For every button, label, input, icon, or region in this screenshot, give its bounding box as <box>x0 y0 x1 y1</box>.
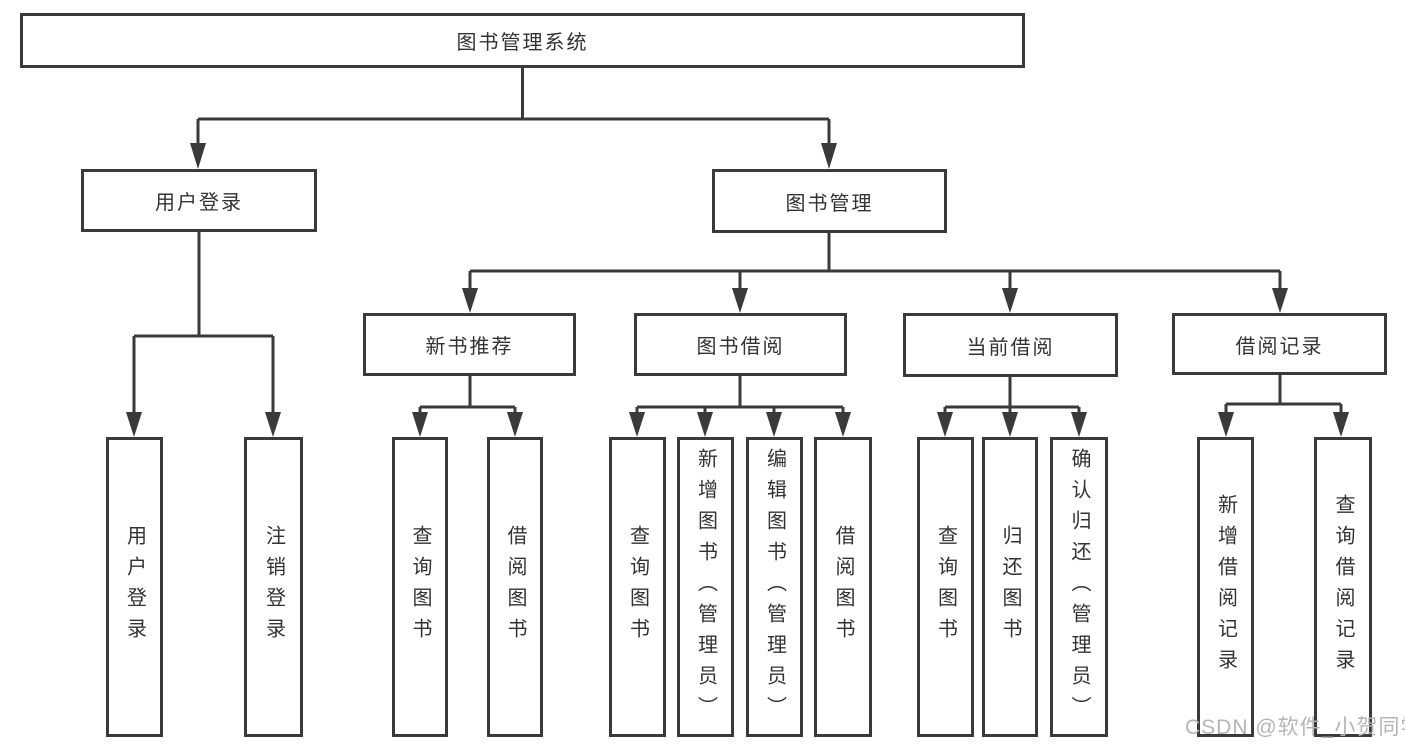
node-book-borrowing: 图书借阅 <box>634 313 847 376</box>
arrow-down-icon <box>412 412 428 437</box>
node-book-management: 图书管理 <box>712 169 947 233</box>
arrow-down-icon <box>1272 288 1288 313</box>
arrow-down-icon <box>507 412 523 437</box>
node-label: 图书借阅 <box>696 336 785 358</box>
arrow-down-icon <box>697 412 713 437</box>
leaf-add-books-admin: 新增图书（管理员） <box>677 437 734 737</box>
leaf-borrow-books-2: 借阅图书 <box>814 437 872 737</box>
node-label: 编辑图书（管理员） <box>763 447 786 727</box>
leaf-query-books-2: 查询图书 <box>609 437 666 737</box>
node-current-borrowing: 当前借阅 <box>903 313 1118 377</box>
node-label: 借阅记录 <box>1235 335 1324 358</box>
leaf-confirm-return-admin: 确认归还（管理员） <box>1050 437 1108 737</box>
arrow-down-icon <box>1071 412 1087 437</box>
node-library-management-system: 图书管理系统 <box>20 13 1025 68</box>
node-label: 注销登录 <box>262 525 285 649</box>
node-label: 归还图书 <box>999 525 1021 649</box>
node-label: 查询借阅记录 <box>1332 494 1354 680</box>
leaf-edit-books-admin: 编辑图书（管理员） <box>746 437 803 737</box>
arrow-down-icon <box>462 288 478 313</box>
connector-path <box>132 68 1343 414</box>
leaf-return-books: 归还图书 <box>982 437 1038 737</box>
leaf-logout: 注销登录 <box>244 437 303 737</box>
arrow-down-icon <box>1333 412 1349 437</box>
arrow-down-icon <box>629 412 645 437</box>
node-label: 图书管理系统 <box>456 32 589 54</box>
node-label: 借阅图书 <box>832 525 854 649</box>
arrow-down-icon <box>265 412 281 437</box>
arrow-down-icon <box>126 412 142 437</box>
leaf-add-borrow-record: 新增借阅记录 <box>1197 437 1254 737</box>
node-label: 用户登录 <box>123 525 146 649</box>
node-label: 查询图书 <box>409 525 431 649</box>
node-label: 查询图书 <box>626 525 649 649</box>
arrow-down-icon <box>821 143 837 169</box>
arrow-down-icon <box>190 143 206 169</box>
node-label: 新书推荐 <box>425 336 514 358</box>
arrow-down-icon <box>937 412 953 437</box>
arrow-down-icon <box>1002 288 1018 313</box>
node-new-book-recommendation: 新书推荐 <box>363 313 576 376</box>
arrow-down-icon <box>766 412 782 437</box>
node-label: 新增图书（管理员） <box>694 447 717 727</box>
leaf-query-books-3: 查询图书 <box>917 437 974 737</box>
node-label: 借阅图书 <box>504 525 526 649</box>
watermark: CSDN @软件_小贺同学 <box>1185 716 1405 739</box>
connector-arrowheads <box>126 143 1349 437</box>
arrow-down-icon <box>1218 412 1234 437</box>
leaf-user-login: 用户登录 <box>106 437 163 737</box>
arrow-down-icon <box>732 288 748 313</box>
leaf-borrow-books-1: 借阅图书 <box>487 437 543 737</box>
node-user-login: 用户登录 <box>81 169 317 232</box>
node-label: 用户登录 <box>155 192 243 214</box>
node-label: 图书管理 <box>785 192 874 215</box>
leaf-query-books-1: 查询图书 <box>392 437 448 737</box>
node-borrowing-records: 借阅记录 <box>1172 313 1387 375</box>
arrow-down-icon <box>835 412 851 437</box>
node-label: 当前借阅 <box>966 336 1055 359</box>
node-label: 查询图书 <box>934 525 957 649</box>
node-label: 新增借阅记录 <box>1214 494 1237 680</box>
node-label: 确认归还（管理员） <box>1068 447 1090 727</box>
arrow-down-icon <box>1002 412 1018 437</box>
leaf-query-borrow-record: 查询借阅记录 <box>1314 437 1372 737</box>
